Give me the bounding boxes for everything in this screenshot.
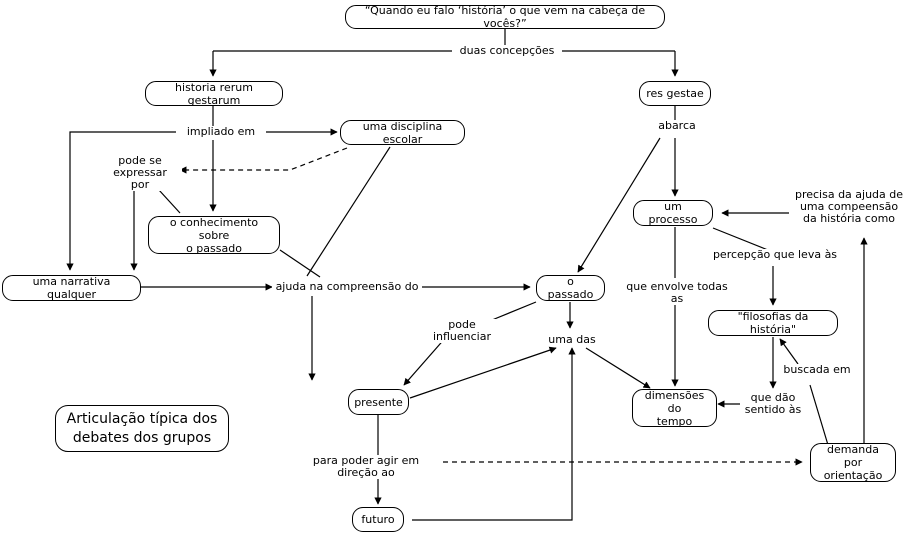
link-label-para-poder-agir: para poder agir em direção ao bbox=[292, 455, 440, 479]
link-label-que-envolve-todas-as: que envolve todas as bbox=[617, 281, 737, 305]
edge-demanda-buscada bbox=[809, 384, 829, 446]
edge-podeinfluenciar-presente bbox=[403, 335, 448, 386]
node-historia-rerum-gestarum[interactable]: historia rerum gestarum bbox=[145, 81, 283, 107]
link-label-pode-se-expressar-por: pode se expressar por bbox=[98, 155, 182, 191]
node-presente[interactable]: presente bbox=[348, 389, 409, 415]
link-label-abarca: abarca bbox=[647, 120, 707, 132]
node-o-conhecimento-sobre-o-passado[interactable]: o conhecimento sobre o passado bbox=[148, 216, 280, 255]
node-res-gestae[interactable]: res gestae bbox=[639, 81, 711, 106]
edge-umadas-dimensoes bbox=[585, 347, 651, 389]
link-label-precisa-da-ajuda: precisa da ajuda de uma compeensão da hi… bbox=[791, 189, 903, 225]
link-label-que-dao-sentido-as: que dão sentido às bbox=[740, 392, 806, 416]
node-demanda-por-orientacao[interactable]: demanda por orientação bbox=[810, 443, 896, 482]
edge-abarca-passado bbox=[577, 137, 661, 273]
link-label-pode-influenciar: pode influenciar bbox=[416, 319, 508, 343]
edge-disciplina-podeexpressar bbox=[179, 147, 348, 174]
link-label-impliado-em: impliado em bbox=[176, 126, 266, 138]
edge-processo-percepcao bbox=[712, 227, 769, 251]
edge-conhecimento-ajuda bbox=[279, 249, 321, 278]
node-pergunta[interactable]: “Quando eu falo ‘história’ o que vem na … bbox=[345, 4, 665, 30]
node-o-passado[interactable]: o passado bbox=[536, 275, 605, 301]
link-label-percepcao-que-leva-as: percepção que leva às bbox=[709, 249, 841, 261]
node-uma-narrativa-qualquer[interactable]: uma narrativa qualquer bbox=[2, 275, 141, 301]
edge-disciplina-ajuda bbox=[306, 146, 391, 277]
node-uma-disciplina-escolar[interactable]: uma disciplina escolar bbox=[340, 120, 465, 146]
node-dimensoes-do-tempo[interactable]: dimensões do tempo bbox=[632, 389, 717, 428]
edge-buscada-filosofias bbox=[779, 338, 799, 365]
link-label-duas-concepcoes: duas concepções bbox=[452, 45, 562, 57]
link-label-uma-das: uma das bbox=[541, 334, 603, 346]
edge-presente-umadas bbox=[409, 346, 557, 399]
node-um-processo[interactable]: um processo bbox=[633, 200, 713, 226]
node-filosofias-da-historia[interactable]: "filosofias da história" bbox=[708, 310, 838, 336]
link-label-ajuda-na-compreensao-do: ajuda na compreensão do bbox=[272, 281, 422, 293]
edge-impliado-narrativa bbox=[66, 131, 176, 271]
link-label-buscada-em: buscada em bbox=[777, 364, 857, 376]
node-futuro[interactable]: futuro bbox=[352, 507, 404, 532]
edge-passado-podeinfluenciar bbox=[491, 301, 537, 321]
edge-futuro-umadas bbox=[412, 347, 576, 521]
node-articulacao-tipica: Articulação típica dos debates dos grupo… bbox=[55, 405, 229, 452]
